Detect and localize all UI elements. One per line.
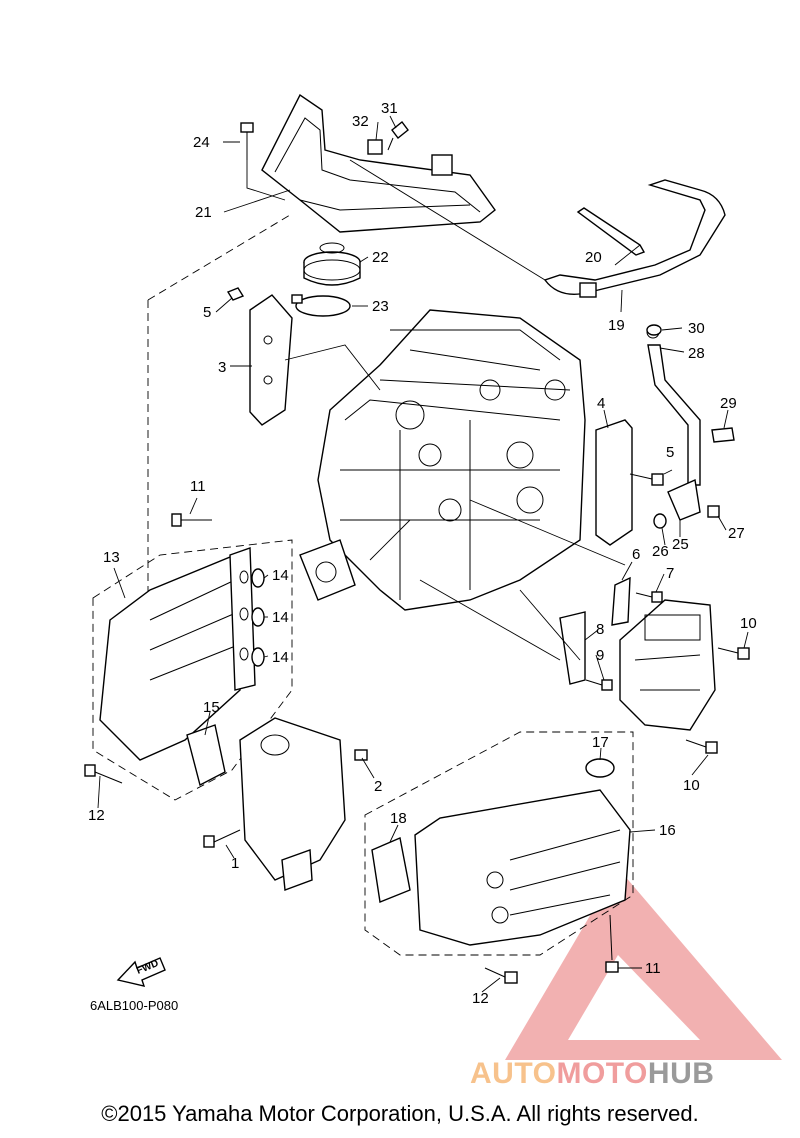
callout-19: 19 — [608, 317, 625, 334]
silencer-cover — [261, 93, 496, 233]
watermark-text: AUTOMOTOHUB — [470, 1057, 714, 1091]
hose-19 — [543, 179, 726, 298]
bolt-12-left — [84, 764, 123, 784]
watermark-auto: AUTO — [470, 1057, 557, 1090]
seal-22 — [303, 242, 361, 286]
engine-block — [299, 309, 586, 611]
callout-4: 4 — [597, 395, 605, 412]
gasket-15 — [186, 724, 226, 787]
intake-manifold-13 — [99, 547, 256, 761]
callout-17: 17 — [592, 734, 609, 751]
bolt-12-lower — [484, 967, 518, 984]
callout-28: 28 — [688, 345, 705, 362]
gasket-4 — [595, 419, 633, 546]
callout-12-lower: 12 — [472, 990, 489, 1007]
bolt-1 — [203, 829, 241, 848]
callout-10-upper: 10 — [740, 615, 757, 632]
callout-27: 27 — [728, 525, 745, 542]
bolt-7 — [635, 591, 663, 603]
callout-2: 2 — [374, 778, 382, 795]
clip-29 — [711, 427, 735, 443]
callout-14-b: 14 — [272, 609, 289, 626]
callout-20: 20 — [585, 249, 602, 266]
callout-5-left: 5 — [203, 304, 211, 321]
callout-11-lower: 11 — [645, 960, 661, 977]
callout-8: 8 — [596, 621, 604, 638]
callout-25: 25 — [672, 536, 689, 553]
callout-29: 29 — [720, 395, 737, 412]
o-rings-14 — [251, 568, 265, 667]
callout-32: 32 — [352, 113, 369, 130]
bolt-9 — [585, 679, 613, 691]
callout-1: 1 — [231, 855, 239, 872]
screw-31 — [387, 121, 409, 151]
callout-14-a: 14 — [272, 567, 289, 584]
bracket-3 — [226, 287, 293, 426]
callout-23: 23 — [372, 298, 389, 315]
callout-6: 6 — [632, 546, 640, 563]
callout-9: 9 — [596, 647, 604, 664]
callout-12-left: 12 — [88, 807, 105, 824]
fwd-arrow-icon: FWD — [116, 957, 166, 987]
callout-labels: 1 2 3 4 5 5 6 7 8 9 10 10 11 11 12 12 13… — [88, 100, 757, 1007]
callout-7: 7 — [666, 565, 674, 582]
watermark-logo — [505, 868, 782, 1060]
leader-lines — [97, 115, 749, 993]
bracket-6 — [611, 576, 631, 626]
grommet-32 — [367, 139, 383, 155]
callout-18: 18 — [390, 810, 407, 827]
watermark-moto: MOTO — [556, 1057, 648, 1090]
tie-strap-20 — [576, 207, 646, 256]
bolt-10-lower — [685, 739, 718, 754]
callout-30: 30 — [688, 320, 705, 337]
bolt-27 — [707, 505, 720, 518]
callout-21: 21 — [195, 204, 212, 221]
callout-24: 24 — [193, 134, 210, 151]
callout-3: 3 — [218, 359, 226, 376]
callout-15: 15 — [203, 699, 220, 716]
copyright-notice: ©2015 Yamaha Motor Corporation, U.S.A. A… — [101, 1101, 699, 1126]
callout-11-upper: 11 — [190, 478, 206, 495]
fuel-module — [619, 599, 716, 731]
o-ring-17 — [585, 758, 615, 778]
fitting-25 — [667, 478, 701, 521]
intake-manifold-16 — [414, 789, 631, 946]
callout-22: 22 — [372, 249, 389, 266]
bolt-11-lower — [605, 914, 619, 973]
callout-26: 26 — [652, 543, 669, 560]
throttle-body — [239, 717, 368, 891]
gasket-18 — [371, 837, 411, 903]
bolt-10-upper — [717, 647, 750, 660]
callout-5-right: 5 — [666, 444, 674, 461]
callout-13: 13 — [103, 549, 120, 566]
diagram-code: 6ALB100-P080 — [90, 998, 178, 1013]
clamp-23 — [291, 294, 351, 317]
watermark-hub: HUB — [647, 1057, 715, 1090]
bolt-11-upper — [171, 513, 212, 527]
cap-30 — [646, 324, 662, 336]
bolt-5-right — [629, 473, 664, 486]
plate-8 — [559, 611, 586, 685]
callout-16: 16 — [659, 822, 676, 839]
callout-10-lower: 10 — [683, 777, 700, 794]
callout-31: 31 — [381, 100, 398, 117]
callout-14-c: 14 — [272, 649, 289, 666]
o-ring-26 — [653, 513, 667, 529]
